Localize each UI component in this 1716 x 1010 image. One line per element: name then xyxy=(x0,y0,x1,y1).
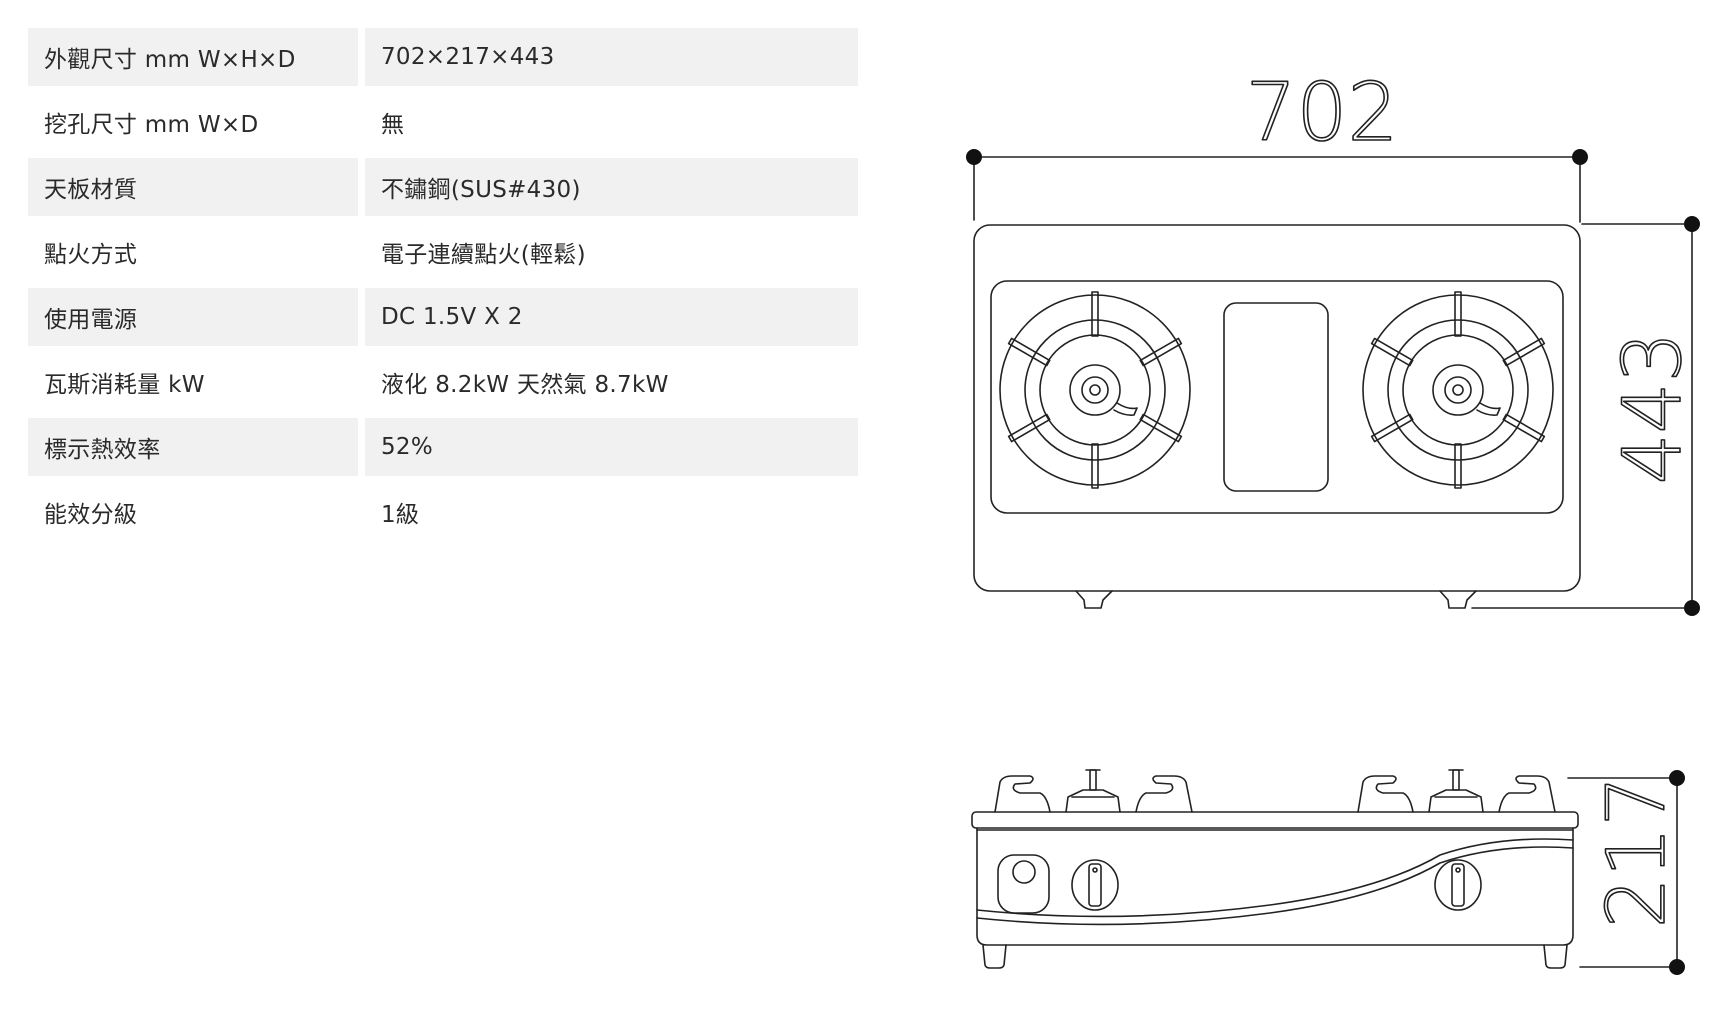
igniter xyxy=(1089,769,1097,791)
battery-box xyxy=(997,854,1050,914)
spec-label: 挖孔尺寸 mm W×D xyxy=(44,112,259,138)
spec-value: DC 1.5V X 2 xyxy=(365,288,858,346)
spec-row: 外觀尺寸 mm W×H×D 702×217×443 xyxy=(28,28,858,86)
dimension-dot xyxy=(1669,770,1685,786)
burner-cap xyxy=(1065,789,1121,813)
spec-value: 液化 8.2kW 天然氣 8.7kW xyxy=(381,372,669,398)
right-knob xyxy=(1434,859,1482,911)
spec-table: 外觀尺寸 mm W×H×D 702×217×443 挖孔尺寸 mm W×D 無 … xyxy=(28,28,858,548)
spec-row: 瓦斯消耗量 kW 液化 8.2kW 天然氣 8.7kW xyxy=(28,353,858,411)
spec-row: 天板材質 不鏽鋼(SUS#430) xyxy=(28,158,858,216)
spec-row: 挖孔尺寸 mm W×D 無 xyxy=(28,93,858,151)
pan-support xyxy=(1498,775,1556,813)
center-panel xyxy=(1223,302,1329,492)
pan-support xyxy=(1135,775,1193,813)
dimension-dot xyxy=(1572,149,1588,165)
height-dimension-label: 217 xyxy=(1590,776,1683,929)
spec-label: 天板材質 xyxy=(28,158,358,216)
spec-row: 能效分級 1級 xyxy=(28,483,858,541)
spec-value: 52% xyxy=(365,418,858,476)
width-dimension-label: 702 xyxy=(1246,66,1399,159)
pan-support xyxy=(994,775,1051,813)
gas-connector xyxy=(1439,590,1477,609)
burner-cap xyxy=(1428,789,1484,813)
front-swoosh xyxy=(976,838,1574,918)
left-knob xyxy=(1071,859,1119,911)
top-plate xyxy=(971,811,1579,829)
igniter xyxy=(1452,769,1460,791)
spec-label: 瓦斯消耗量 kW xyxy=(44,372,205,398)
spec-row: 點火方式 電子連續點火(輕鬆) xyxy=(28,223,858,281)
spec-label: 能效分級 xyxy=(44,502,138,528)
dimension-dot xyxy=(1684,600,1700,616)
front-view: 217 xyxy=(971,769,1685,975)
spec-value: 702×217×443 xyxy=(365,28,858,86)
foot xyxy=(1543,944,1568,969)
dimension-dot xyxy=(1669,959,1685,975)
burner-tray xyxy=(990,280,1564,514)
battery-cap xyxy=(1012,860,1036,884)
spec-value: 不鏽鋼(SUS#430) xyxy=(365,158,858,216)
right-burner xyxy=(1362,291,1554,489)
foot xyxy=(982,944,1007,969)
pan-support xyxy=(1357,775,1414,813)
spec-label: 點火方式 xyxy=(44,242,138,268)
front-body xyxy=(976,827,1574,946)
spec-row: 標示熱效率 52% xyxy=(28,418,858,476)
spec-label: 外觀尺寸 mm W×H×D xyxy=(28,28,358,86)
top-view: 702 443 xyxy=(966,65,1700,616)
gas-connector xyxy=(1075,590,1113,609)
spec-row: 使用電源 DC 1.5V X 2 xyxy=(28,288,858,346)
dimension-dot xyxy=(966,149,982,165)
spec-label: 標示熱效率 xyxy=(28,418,358,476)
spec-value: 電子連續點火(輕鬆) xyxy=(381,242,586,268)
depth-dimension-label: 443 xyxy=(1606,332,1699,485)
spec-value: 1級 xyxy=(381,502,420,528)
spec-value: 無 xyxy=(381,112,405,138)
dimension-dot xyxy=(1684,216,1700,232)
stove-body-outline xyxy=(973,224,1581,592)
left-burner xyxy=(999,291,1191,489)
spec-label: 使用電源 xyxy=(28,288,358,346)
